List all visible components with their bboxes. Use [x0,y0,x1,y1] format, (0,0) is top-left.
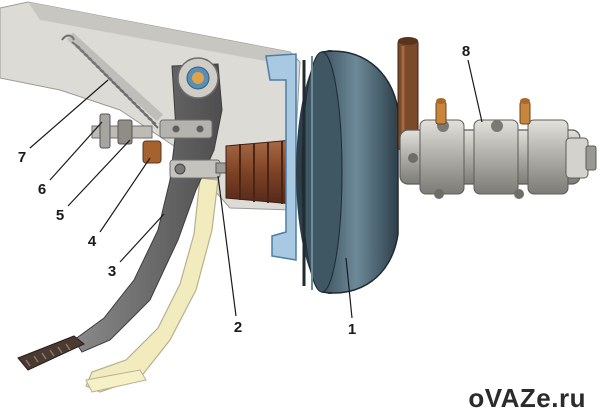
master-cylinder [399,119,597,199]
callout-7: 7 [18,149,26,166]
switch-bolt-2 [196,125,204,133]
callout-8: 8 [462,43,470,60]
callout-2: 2 [234,319,242,336]
pedal-pivot-bushing [192,72,204,84]
leader-1 [345,257,353,319]
callout-1: 1 [348,321,356,338]
leader-6 [49,121,103,181]
leader-5 [67,139,131,207]
pushrod-boot [225,139,293,205]
switch-buffer [142,140,162,164]
site-watermark: oVAZe.ru [468,383,586,413]
adjusting-nut [117,119,133,145]
leader-8 [467,59,483,123]
leader-3 [119,213,165,263]
leader-4 [99,157,151,233]
leader-lines [29,59,483,319]
brake-line-fittings [435,98,531,125]
pedal-pad-ghost [85,369,147,393]
lock-nut [99,113,111,149]
bracket-fold [28,2,290,64]
clevis-pin [174,163,186,175]
switch-bolt-1 [172,125,180,133]
callout-3: 3 [108,263,116,280]
vacuum-booster [296,50,399,294]
callout-5: 5 [56,207,64,224]
callout-4: 4 [88,233,97,250]
switch-bracket [159,119,213,139]
booster-mount-shield [265,53,297,261]
pedal-pad-ribs [25,343,71,367]
return-spring [61,32,164,129]
leader-7 [29,79,109,149]
leader-2 [217,175,237,317]
callout-6: 6 [38,181,46,198]
pedal-pad [17,335,85,371]
